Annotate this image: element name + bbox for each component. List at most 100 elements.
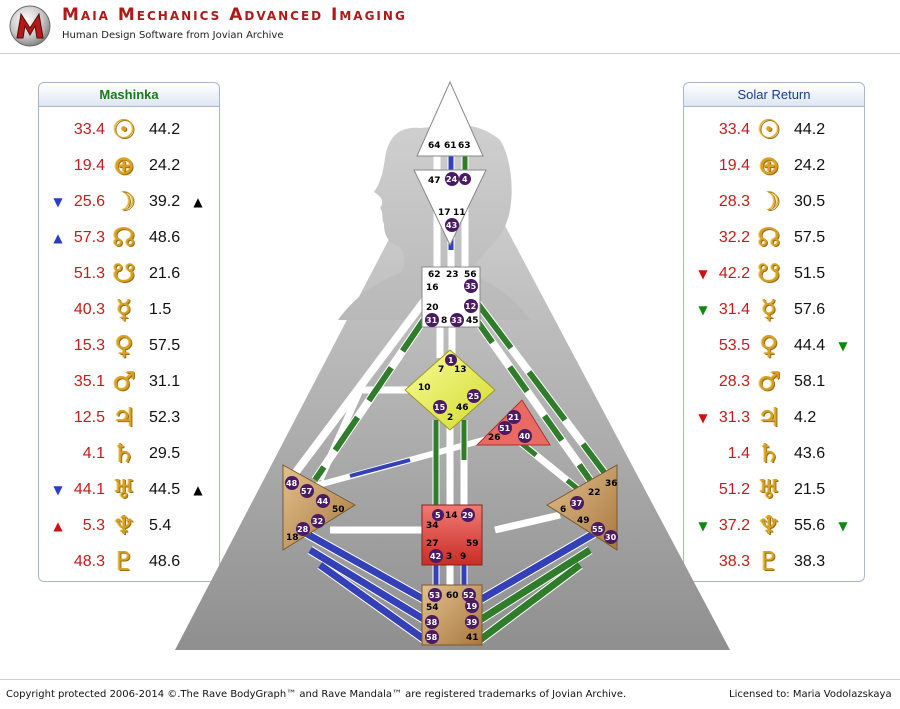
design-gate-value: 31.3 <box>718 409 750 426</box>
svg-text:39: 39 <box>466 618 478 627</box>
personality-gate-value: 43.6 <box>794 445 826 462</box>
design-gate-value: 32.2 <box>718 229 750 246</box>
design-gate-value: 48.3 <box>73 553 105 570</box>
svg-text:30: 30 <box>605 533 617 542</box>
personality-gate-value: 44.4 <box>794 337 826 354</box>
personality-gate-value: 51.5 <box>794 265 826 282</box>
sun-icon: ☉ <box>112 115 136 145</box>
arrow-marker-icon: ▲ <box>53 519 63 533</box>
arrow-marker-icon: ▼ <box>838 519 848 533</box>
mercury-icon: ☿ <box>116 295 132 325</box>
design-gate-value: 28.3 <box>718 193 750 210</box>
neptune-icon: ♆ <box>112 511 136 541</box>
personality-gate-value: 24.2 <box>149 157 181 174</box>
planet-row-moon: 28.3 ☽ 30.5 <box>684 185 864 221</box>
svg-text:41: 41 <box>466 633 479 643</box>
svg-text:40: 40 <box>519 432 531 441</box>
north-node-icon: ☊ <box>757 223 781 253</box>
svg-text:7: 7 <box>438 365 444 375</box>
moon-icon: ☽ <box>112 187 136 217</box>
uranus-icon: ♅ <box>757 475 781 505</box>
neptune-icon: ♆ <box>757 511 781 541</box>
personality-gate-value: 39.2 <box>149 193 181 210</box>
planet-row-uranus: ▼44.1♅44.5▲ <box>39 473 219 509</box>
svg-text:16: 16 <box>426 283 439 293</box>
svg-text:15: 15 <box>434 403 446 412</box>
svg-text:50: 50 <box>332 505 345 515</box>
svg-text:23: 23 <box>446 270 459 280</box>
personality-gate-value: 29.5 <box>149 445 181 462</box>
design-gate-value: 19.4 <box>718 157 750 174</box>
design-gate-value: 31.4 <box>718 301 750 318</box>
svg-text:2: 2 <box>447 413 453 423</box>
planet-row-mars: 35.1♂31.1 <box>39 365 219 401</box>
svg-text:55: 55 <box>592 525 604 534</box>
svg-text:12: 12 <box>465 302 476 311</box>
personality-gate-value: 52.3 <box>149 409 181 426</box>
personality-gate-value: 21.5 <box>794 481 826 498</box>
personality-gate-value: 57.5 <box>149 337 181 354</box>
arrow-marker-icon: ▲ <box>193 195 203 209</box>
personality-gate-value: 24.2 <box>794 157 826 174</box>
svg-text:42: 42 <box>430 552 441 561</box>
svg-text:1: 1 <box>448 356 454 365</box>
personality-gate-value: 44.5 <box>149 481 181 498</box>
svg-text:26: 26 <box>488 433 501 443</box>
svg-text:14: 14 <box>445 511 458 521</box>
planet-row-jupiter: ▼31.3♃4.2 <box>684 401 864 437</box>
planet-row-pluto: 48.3 ♇ 48.6 <box>39 545 219 581</box>
personality-gate-value: 57.6 <box>794 301 826 318</box>
jupiter-icon: ♃ <box>757 403 781 433</box>
planet-row-pluto: 38.3♇38.3 <box>684 545 864 581</box>
svg-text:9: 9 <box>460 552 466 562</box>
earth-icon: ⊕ <box>758 151 780 181</box>
planet-row-sun: 33.4☉44.2 <box>39 113 219 149</box>
arrow-marker-icon: ▼ <box>53 195 63 209</box>
planet-row-neptune: ▼37.2♆55.6▼ <box>684 509 864 545</box>
bodygraph-chart: 64 61 63 47 24 4 17 11 43 62 23 56 16 35… <box>175 80 730 650</box>
planet-row-north-node: ▲57.3☊48.6 <box>39 221 219 257</box>
personality-gate-value: 48.6 <box>149 229 181 246</box>
svg-text:13: 13 <box>454 365 467 375</box>
svg-text:43: 43 <box>446 221 457 230</box>
pluto-icon: ♇ <box>112 547 136 577</box>
svg-text:47: 47 <box>428 176 441 186</box>
svg-text:35: 35 <box>465 282 477 291</box>
personality-gate-value: 30.5 <box>794 193 826 210</box>
design-gate-value: 51.2 <box>718 481 750 498</box>
svg-text:58: 58 <box>426 633 438 642</box>
design-gate-value: 53.5 <box>718 337 750 354</box>
svg-text:62: 62 <box>428 270 441 280</box>
planet-row-sun: 33.4☉44.2 <box>684 113 864 149</box>
arrow-marker-icon: ▼ <box>838 339 848 353</box>
design-gate-value: 51.3 <box>73 265 105 282</box>
moon-icon: ☽ <box>757 187 781 217</box>
planet-row-mercury: 40.3☿1.5 <box>39 293 219 329</box>
svg-text:22: 22 <box>588 488 601 498</box>
svg-text:21: 21 <box>508 413 520 422</box>
svg-text:17: 17 <box>438 208 451 218</box>
maia-m-logo-icon <box>9 5 51 47</box>
svg-text:60: 60 <box>446 591 459 601</box>
planet-row-mars: 28.3♂58.1 <box>684 365 864 401</box>
svg-text:56: 56 <box>464 270 477 280</box>
arrow-marker-icon: ▲ <box>193 483 203 497</box>
personality-gate-value: 48.6 <box>149 553 181 570</box>
design-gate-value: 33.4 <box>73 121 105 138</box>
design-gate-value: 37.2 <box>718 517 750 534</box>
panel-title: Solar Return <box>684 83 864 107</box>
arrow-marker-icon: ▼ <box>698 267 708 281</box>
personality-gate-value: 55.6 <box>794 517 826 534</box>
planet-row-earth: 19.4⊕24.2 <box>39 149 219 185</box>
personality-gate-value: 44.2 <box>794 121 826 138</box>
gate-labels: 64 61 63 47 24 4 17 11 43 62 23 56 16 35… <box>285 141 618 644</box>
copyright-text: Copyright protected 2006-2014 ©.The Rave… <box>6 689 627 700</box>
planet-row-moon: ▼25.6☽39.2▲ <box>39 185 219 221</box>
svg-text:20: 20 <box>426 303 439 313</box>
svg-text:33: 33 <box>451 316 462 325</box>
svg-text:36: 36 <box>605 479 618 489</box>
svg-text:49: 49 <box>577 516 590 526</box>
svg-text:28: 28 <box>297 525 309 534</box>
personality-gate-value: 31.1 <box>149 373 181 390</box>
svg-text:4: 4 <box>462 175 468 184</box>
